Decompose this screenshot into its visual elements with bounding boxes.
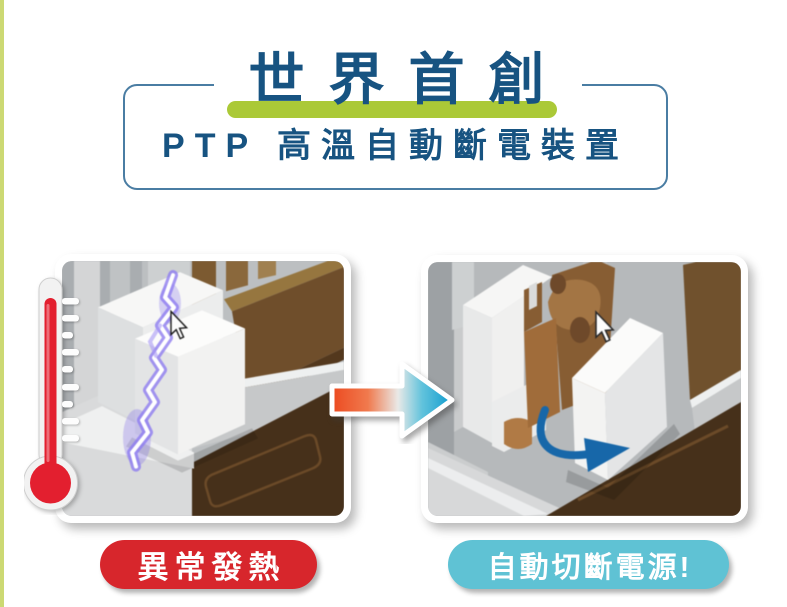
lower-busbar — [546, 402, 741, 516]
copper-wedge — [524, 318, 560, 428]
after-caption-badge: 自動切斷電源! — [448, 540, 729, 589]
after-photo — [428, 262, 741, 516]
cursor-icon — [170, 309, 189, 340]
cursor-icon — [595, 310, 615, 343]
page-subtitle: PTP 高溫自動斷電裝置 — [162, 127, 629, 165]
lightning-icon — [123, 270, 181, 472]
gradient-right-arrow-icon — [329, 361, 455, 439]
rotate-arrow-icon — [536, 406, 630, 472]
title-background-mask — [214, 52, 582, 108]
before-photo — [62, 261, 344, 516]
left-edge-stripe — [0, 0, 4, 607]
right-busbar — [683, 262, 741, 440]
thermometer-ticks — [62, 298, 79, 442]
overheating-render — [62, 261, 344, 516]
page-title: 世界首創 — [248, 48, 569, 111]
disconnected-render — [428, 262, 741, 516]
after-photo-frame — [421, 255, 748, 523]
before-photo-frame — [55, 254, 351, 523]
thermometer-icon — [24, 277, 79, 511]
title-highlight-bar — [227, 101, 557, 118]
before-caption-badge: 異常發熱 — [100, 540, 317, 589]
